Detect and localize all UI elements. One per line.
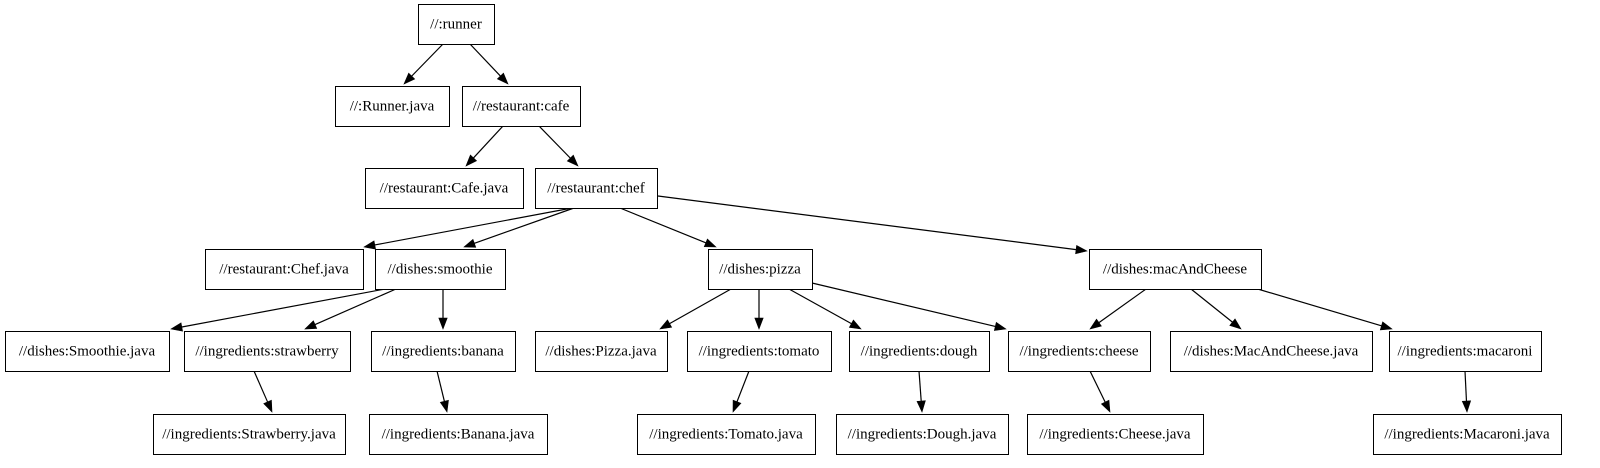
- graph-edge: [788, 288, 862, 330]
- graph-node-dough_java[interactable]: //ingredients:Dough.java: [836, 414, 1009, 455]
- node-box[interactable]: [205, 249, 364, 290]
- node-box[interactable]: [708, 249, 813, 290]
- node-box[interactable]: [375, 249, 506, 290]
- graph-node-chef_java[interactable]: //restaurant:Chef.java: [205, 249, 364, 290]
- node-label: //ingredients:Tomato.java: [649, 426, 803, 442]
- node-label: //dishes:macAndCheese: [1103, 261, 1247, 277]
- graph-node-restaurant_cafe[interactable]: //restaurant:cafe: [462, 86, 581, 127]
- graph-node-strawberry_java[interactable]: //ingredients:Strawberry.java: [153, 414, 346, 455]
- graph-node-ing_strawberry[interactable]: //ingredients:strawberry: [184, 331, 351, 372]
- graph-edge: [463, 207, 575, 248]
- node-label: //ingredients:Strawberry.java: [162, 426, 336, 442]
- node-box[interactable]: [687, 331, 832, 372]
- graph-edge: [619, 207, 717, 248]
- node-box[interactable]: [849, 331, 990, 372]
- node-box[interactable]: [1027, 414, 1204, 455]
- graph-edge: [465, 125, 504, 167]
- node-label: //ingredients:tomato: [699, 343, 820, 359]
- edge-layer: [170, 43, 1472, 413]
- node-box[interactable]: [637, 414, 816, 455]
- graph-node-tomato_java[interactable]: //ingredients:Tomato.java: [637, 414, 816, 455]
- node-box[interactable]: [365, 168, 524, 209]
- node-label: //restaurant:Cafe.java: [380, 180, 509, 196]
- graph-edge: [1089, 288, 1147, 330]
- node-box[interactable]: [1089, 249, 1262, 290]
- node-label: //ingredients:macaroni: [1398, 343, 1533, 359]
- graph-edge: [754, 289, 764, 330]
- node-box[interactable]: [371, 331, 516, 372]
- graph-edge: [657, 195, 1088, 255]
- graph-edge: [659, 288, 732, 330]
- graph-edge: [1089, 370, 1111, 413]
- graph-edge: [363, 207, 573, 250]
- graph-edge: [538, 125, 579, 167]
- graph-edge: [253, 370, 273, 413]
- node-box[interactable]: [1389, 331, 1542, 372]
- node-label: //ingredients:Dough.java: [848, 426, 997, 442]
- node-label: //dishes:pizza: [719, 261, 801, 277]
- node-box[interactable]: [462, 86, 581, 127]
- node-label: //restaurant:Chef.java: [219, 261, 349, 277]
- node-label: //:runner: [430, 16, 482, 32]
- graph-edge: [170, 288, 386, 332]
- graph-node-smoothie_java[interactable]: //dishes:Smoothie.java: [5, 331, 170, 372]
- node-box[interactable]: [153, 414, 346, 455]
- graph-edge: [811, 282, 1007, 331]
- node-label: //ingredients:dough: [861, 343, 978, 359]
- node-box[interactable]: [1373, 414, 1562, 455]
- graph-edge: [436, 370, 449, 413]
- node-box[interactable]: [836, 414, 1009, 455]
- graph-node-cheese_java[interactable]: //ingredients:Cheese.java: [1027, 414, 1204, 455]
- node-label: //ingredients:Macaroni.java: [1384, 426, 1550, 442]
- node-label: //ingredients:Cheese.java: [1039, 426, 1191, 442]
- node-label: //dishes:MacAndCheese.java: [1184, 343, 1359, 359]
- node-label: //dishes:Smoothie.java: [19, 343, 156, 359]
- graph-edge: [469, 43, 509, 85]
- graph-edge: [403, 43, 444, 85]
- node-layer: //:runner //:Runner.java //restaurant:cafe…: [5, 4, 1562, 455]
- node-label: //ingredients:Banana.java: [382, 426, 535, 442]
- graph-edge: [916, 370, 926, 413]
- node-label: //dishes:Pizza.java: [545, 343, 657, 359]
- graph-edge: [732, 370, 750, 413]
- node-label: //restaurant:cafe: [473, 98, 570, 114]
- node-box[interactable]: [418, 4, 495, 45]
- graph-edge: [1250, 286, 1393, 331]
- node-label: //ingredients:strawberry: [195, 343, 339, 359]
- graph-node-ing_tomato[interactable]: //ingredients:tomato: [687, 331, 832, 372]
- graph-node-ing_dough[interactable]: //ingredients:dough: [849, 331, 990, 372]
- graph-node-banana_java[interactable]: //ingredients:Banana.java: [369, 414, 548, 455]
- graph-node-dishes_mac[interactable]: //dishes:macAndCheese: [1089, 249, 1262, 290]
- graph-edge: [1190, 288, 1242, 330]
- graph-node-dishes_pizza[interactable]: //dishes:pizza: [708, 249, 813, 290]
- graph-node-mac_java[interactable]: //dishes:MacAndCheese.java: [1170, 331, 1373, 372]
- graph-node-macaroni_java[interactable]: //ingredients:Macaroni.java: [1373, 414, 1562, 455]
- graph-node-runner_java[interactable]: //:Runner.java: [335, 86, 450, 127]
- node-label: //dishes:smoothie: [388, 261, 493, 277]
- node-label: //ingredients:banana: [382, 343, 504, 359]
- node-box[interactable]: [184, 331, 351, 372]
- graph-node-pizza_java[interactable]: //dishes:Pizza.java: [535, 331, 668, 372]
- node-box[interactable]: [369, 414, 548, 455]
- node-box[interactable]: [535, 331, 668, 372]
- node-box[interactable]: [5, 331, 170, 372]
- node-box[interactable]: [335, 86, 450, 127]
- node-box[interactable]: [535, 168, 658, 209]
- graph-node-cafe_java[interactable]: //restaurant:Cafe.java: [365, 168, 524, 209]
- node-box[interactable]: [1170, 331, 1373, 372]
- graph-edge: [1461, 370, 1472, 413]
- graph-edge: [304, 288, 397, 330]
- graph-node-dishes_smoothie[interactable]: //dishes:smoothie: [375, 249, 506, 290]
- node-label: //:Runner.java: [350, 98, 435, 114]
- node-label: //ingredients:cheese: [1019, 343, 1138, 359]
- node-label: //restaurant:chef: [547, 180, 644, 196]
- graph-node-ing_banana[interactable]: //ingredients:banana: [371, 331, 516, 372]
- graph-node-runner[interactable]: //:runner: [418, 4, 495, 45]
- graph-node-ing_macaroni[interactable]: //ingredients:macaroni: [1389, 331, 1542, 372]
- graph-edge: [438, 289, 448, 330]
- graph-node-ing_cheese[interactable]: //ingredients:cheese: [1008, 331, 1151, 372]
- node-box[interactable]: [1008, 331, 1151, 372]
- graph-node-restaurant_chef[interactable]: //restaurant:chef: [535, 168, 658, 209]
